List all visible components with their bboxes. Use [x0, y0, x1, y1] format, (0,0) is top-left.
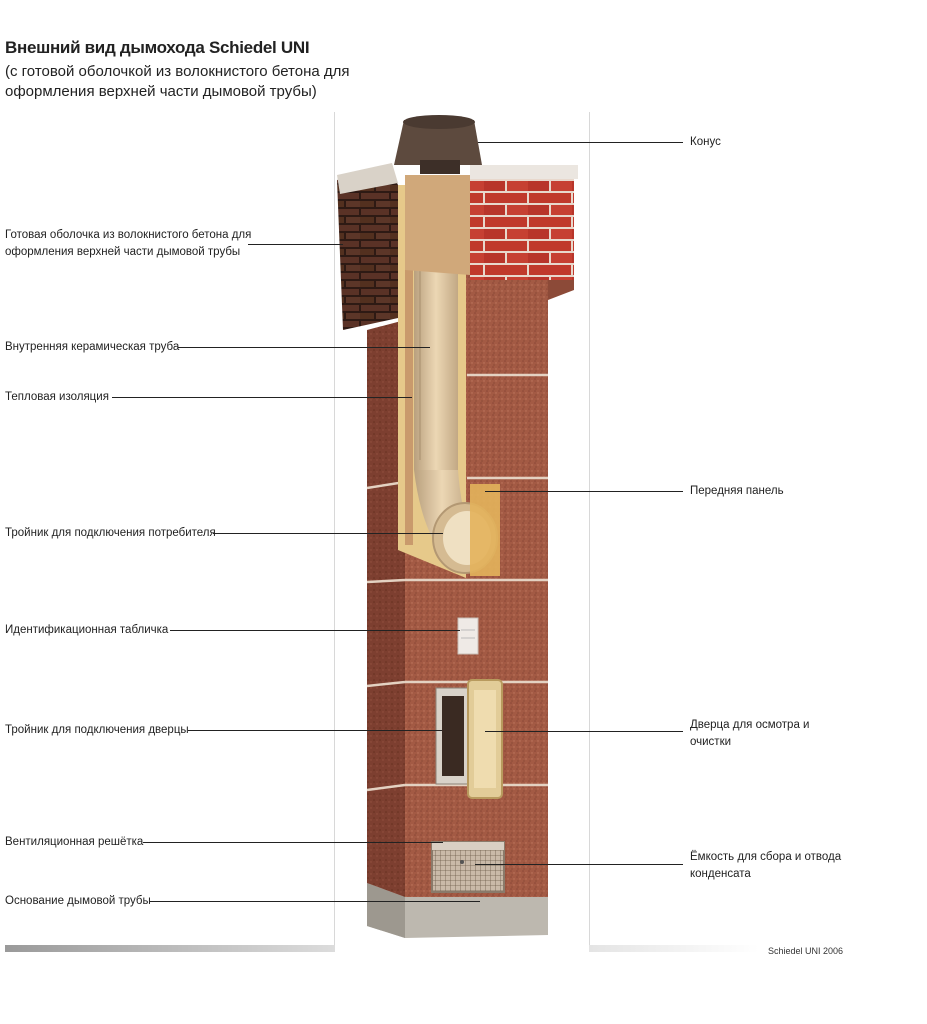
label-id-plate: Идентификационная табличка	[5, 624, 169, 636]
label-vent-grille: Вентиляционная решётка	[5, 836, 144, 848]
cone	[394, 120, 482, 165]
ventilation-grille	[431, 841, 505, 893]
guide-line-left	[334, 112, 335, 952]
label-consumer-tee: Тройник для подключения потребителя	[5, 527, 216, 539]
leader-door-tee	[188, 730, 442, 731]
brick-top	[470, 170, 574, 280]
label-front-panel: Передняя панель	[690, 485, 784, 497]
leader-fiber-concrete-shell	[248, 244, 343, 245]
leader-chimney-base	[150, 901, 480, 902]
leader-id-plate	[170, 630, 460, 631]
label-cone: Конус	[690, 136, 721, 148]
label-chimney-base: Основание дымовой трубы	[5, 895, 151, 907]
label-door-tee: Тройник для подключения дверцы	[5, 724, 189, 736]
leader-consumer-tee	[213, 533, 443, 534]
label-inspection-door: Дверца для осмотра и очистки	[690, 719, 810, 748]
front-panel	[470, 484, 500, 576]
guide-line-right	[589, 112, 590, 952]
label-fiber-concrete-shell: Готовая оболочка из волокнистого бетона …	[5, 229, 252, 258]
id-plate	[457, 617, 479, 655]
label-thermal-insulation: Тепловая изоляция	[5, 391, 109, 403]
fiber-concrete-shell	[337, 168, 398, 330]
leader-inspection-door	[485, 731, 683, 732]
shaft-side	[367, 320, 405, 897]
label-condensate-tank: Ёмкость для сбора и отвода конденсата	[690, 851, 842, 880]
leader-ceramic-pipe	[178, 347, 430, 348]
leader-cone	[478, 142, 683, 143]
leader-condensate-tank	[475, 864, 683, 865]
leader-thermal-insulation	[112, 397, 412, 398]
leader-front-panel	[485, 491, 683, 492]
copyright-credit: Schiedel UNI 2006	[768, 946, 844, 956]
leader-vent-grille	[143, 842, 443, 843]
page-subtitle: (с готовой оболочкой из волокнистого бет…	[5, 63, 350, 100]
label-ceramic-pipe: Внутренняя керамическая труба	[5, 341, 180, 353]
page-title: Внешний вид дымохода Schiedel UNI	[5, 38, 310, 57]
